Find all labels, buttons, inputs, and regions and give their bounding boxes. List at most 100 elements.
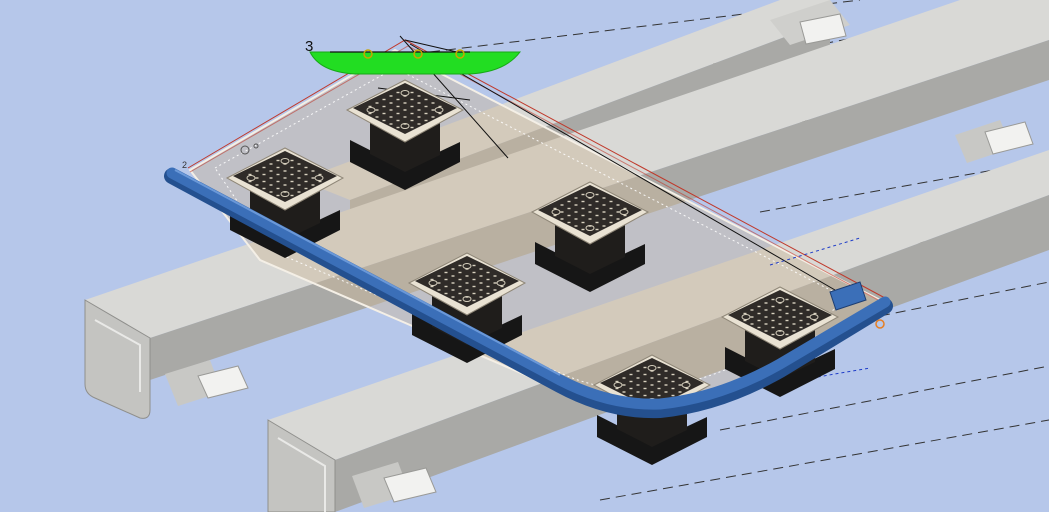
cup-dot (792, 302, 796, 304)
cup-hole (400, 123, 410, 129)
cup-dot (595, 214, 599, 217)
cup-dot (553, 207, 557, 210)
cup-dot (403, 116, 407, 118)
cup-dot (778, 316, 782, 318)
cup-dot (609, 221, 613, 224)
cup-dot (283, 170, 287, 172)
cup-dot (438, 105, 442, 108)
cup-dot (424, 98, 428, 101)
rail-lower[interactable] (267, 150, 1049, 512)
cup-dot (671, 373, 675, 376)
cup-dot (664, 370, 668, 372)
cup-dot (297, 184, 301, 186)
suction-cup-group[interactable] (225, 79, 840, 465)
cup-dot (389, 109, 393, 111)
cup-hole (496, 280, 506, 286)
marker-point-icon[interactable] (413, 49, 423, 59)
cup-dot (262, 180, 266, 183)
blue-bumper[interactable] (164, 167, 893, 419)
cup-dot (574, 204, 578, 206)
cup-dot (643, 394, 647, 397)
cup-dot (500, 278, 504, 281)
cup-dot (671, 380, 675, 383)
cup-dot (615, 387, 619, 390)
cup-dot (588, 218, 592, 220)
cup-dot (382, 112, 386, 115)
cup-dot (458, 299, 462, 302)
cup-1[interactable] (345, 79, 465, 190)
cup-dot (276, 173, 280, 176)
cup-dot (771, 326, 775, 329)
marker-point-icon[interactable] (363, 49, 373, 59)
cup-dot (750, 323, 754, 325)
cup-dot (403, 109, 407, 111)
cup-dot (764, 316, 768, 318)
cup-dot (588, 211, 592, 213)
cup-dot (424, 112, 428, 115)
marker-point-icon[interactable] (455, 49, 465, 59)
cup-dot (479, 282, 483, 284)
cup-dot (389, 123, 393, 125)
cup-dot (472, 271, 476, 274)
cup-dot (304, 187, 308, 190)
cup-dot (290, 159, 294, 162)
cup-dot (382, 105, 386, 108)
cup-dot (424, 105, 428, 108)
cup-dot (410, 112, 414, 115)
cup-dot (451, 282, 455, 284)
cup-dot (771, 305, 775, 308)
cup-dot (444, 278, 448, 281)
cup-pad (233, 151, 337, 202)
cup-dot (458, 278, 462, 281)
cup-base (412, 313, 522, 363)
cup-hole (314, 175, 324, 181)
cup-dot (410, 119, 414, 122)
corner-mark: 2 (182, 160, 188, 170)
cup-dot (276, 180, 280, 183)
cup-dot (671, 387, 675, 390)
cup-dot (657, 366, 661, 369)
cup-dot (382, 119, 386, 122)
cup-dot (451, 289, 455, 291)
cup-dot (629, 380, 633, 383)
cup-dot (574, 197, 578, 199)
cup-hole (462, 263, 472, 269)
cup-dot (813, 312, 817, 315)
cup-dot (276, 187, 280, 190)
cup-dot (472, 285, 476, 288)
cup-dot (643, 380, 647, 383)
cup-dot (297, 170, 301, 172)
cup-dot (657, 387, 661, 390)
cup-hole (809, 314, 819, 320)
cup-dot (574, 211, 578, 213)
cup-dot (465, 282, 469, 284)
cup-dot (764, 330, 768, 332)
cup-dot (778, 323, 782, 325)
cup-dot (444, 292, 448, 295)
cup-dot (410, 91, 414, 94)
cup-dot (486, 271, 490, 274)
cup-dot (792, 316, 796, 318)
cup-dot (560, 204, 564, 206)
cup-hole (428, 280, 438, 286)
cup-dot (255, 184, 259, 186)
cup-dot (629, 394, 633, 397)
cup-dot (500, 285, 504, 288)
cup-dot (290, 194, 294, 197)
cup-dot (493, 282, 497, 284)
cup-dot (799, 326, 803, 329)
cup-dot (602, 204, 606, 206)
cup-dot (269, 177, 273, 179)
cup-dot (636, 370, 640, 372)
cup-dot (615, 380, 619, 383)
cup-dot (581, 228, 585, 231)
cup-dot (396, 105, 400, 108)
cup-3[interactable] (530, 181, 650, 292)
cup-dot (437, 275, 441, 277)
annotation-marker[interactable] (309, 49, 522, 75)
cup-dot (276, 159, 280, 162)
cup-dot (410, 126, 414, 129)
cup-dot (588, 204, 592, 206)
